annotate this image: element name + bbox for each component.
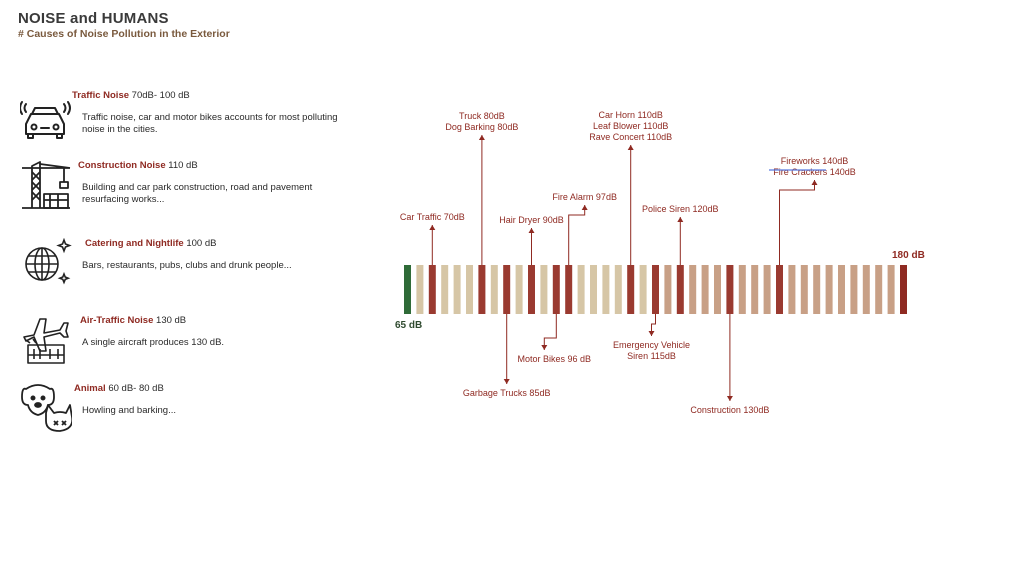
scale-bar — [751, 265, 759, 314]
cause-description: Traffic noise, car and motor bikes accou… — [82, 112, 338, 135]
page-subtitle: # Causes of Noise Pollution in the Exter… — [18, 28, 230, 40]
scale-bar — [887, 265, 895, 314]
annotation-arrow — [503, 379, 510, 384]
scale-bar — [664, 265, 672, 314]
cause-heading: Construction Noise 110 dB — [78, 160, 198, 171]
scale-bar — [528, 265, 535, 314]
construction-crane-icon — [22, 161, 71, 209]
scale-bar — [639, 265, 647, 314]
annotation-line — [651, 314, 656, 336]
annotation-label: Dog Barking 80dB — [445, 122, 518, 132]
annotation-arrow — [429, 225, 436, 230]
scale-bar — [800, 265, 808, 314]
scale-bar — [552, 265, 560, 314]
annotation-label: Fireworks 140dB — [781, 156, 849, 166]
annotation-label: Emergency Vehicle — [613, 340, 690, 350]
cause-traffic: Traffic Noise 70dB- 100 dB Traffic noise… — [20, 90, 360, 150]
scale-bar — [689, 265, 697, 314]
scale-bar — [503, 265, 511, 314]
scale-bar — [763, 265, 771, 314]
scale-bar — [813, 265, 821, 314]
annotation-label: Garbage Trucks 85dB — [463, 388, 551, 398]
annotation-line — [543, 314, 557, 350]
scale-bar — [838, 265, 845, 314]
scale-bar — [676, 265, 684, 314]
dog-cat-icon — [21, 384, 72, 432]
annotation-arrow — [541, 345, 548, 350]
scale-bar — [701, 265, 709, 314]
scale-bar — [776, 265, 783, 314]
annotation-label: Hair Dryer 90dB — [499, 215, 564, 225]
annotation-label: Leaf Blower 110dB — [593, 121, 668, 131]
annotation-arrow — [677, 217, 684, 222]
annotation-label: Car Traffic 70dB — [400, 212, 465, 222]
scale-bar — [428, 265, 436, 314]
annotation-label: Siren 115dB — [627, 351, 676, 361]
scale-bar — [565, 265, 573, 314]
cause-description: Building and car park construction, road… — [82, 182, 313, 205]
annotation-label: Police Siren 120dB — [642, 204, 719, 214]
cause-heading: Air-Traffic Noise 130 dB — [80, 315, 187, 326]
annotation-label: Truck 80dB — [459, 111, 505, 121]
scale-bar — [875, 265, 883, 314]
scale-max-label: 180 dB — [892, 250, 925, 261]
cause-heading: Catering and Nightlife 100 dB — [85, 238, 217, 249]
scale-bar — [416, 265, 424, 314]
cause-heading: Animal 60 dB- 80 dB — [74, 383, 164, 394]
annotation-arrow — [478, 135, 485, 140]
annotation-line — [779, 180, 815, 265]
annotation-arrow — [581, 205, 588, 210]
scale-bar — [738, 265, 746, 314]
annotation-label: Car Horn 110dB — [599, 110, 663, 120]
disco-ball-icon — [25, 238, 72, 285]
annotation-arrow — [528, 228, 535, 233]
annotation-label: Motor Bikes 96 dB — [518, 354, 592, 364]
annotation-arrow — [648, 331, 655, 336]
scale-bar — [590, 265, 597, 314]
cause-description: A single aircraft produces 130 dB. — [82, 337, 225, 348]
annotation-label: Fire Alarm 97dB — [552, 192, 617, 202]
scale-bar — [404, 265, 411, 314]
page-title: NOISE and HUMANS — [18, 10, 169, 27]
scale-bar — [478, 265, 486, 314]
scale-bar — [441, 265, 449, 314]
scale-bar — [862, 265, 870, 314]
scale-bar — [515, 265, 523, 314]
cause-construction: Construction Noise 110 dB Building and c… — [20, 160, 360, 220]
car-icon — [20, 101, 71, 139]
scale-bar — [627, 265, 635, 314]
scale-bar — [652, 265, 659, 314]
scale-bar — [825, 265, 833, 314]
scale-bar — [900, 265, 907, 314]
scale-bar — [602, 265, 610, 314]
annotation-label: Construction 130dB — [690, 405, 769, 415]
scale-bar — [850, 265, 858, 314]
scale-min-label: 65 dB — [395, 320, 422, 331]
scale-bar — [577, 265, 585, 314]
scale-bar — [788, 265, 796, 314]
cause-air-traffic: Air-Traffic Noise 130 dB A single aircra… — [20, 315, 360, 375]
scale-bar — [726, 265, 734, 314]
airplane-icon — [23, 318, 69, 364]
scale-bar — [614, 265, 622, 314]
annotation-label: Rave Concert 110dB — [589, 132, 672, 142]
annotation-label: Fire Crackers 140dB — [773, 167, 856, 177]
annotation-line — [568, 205, 586, 265]
scale-bars — [404, 265, 907, 314]
scale-bar — [540, 265, 548, 314]
cause-nightlife: Catering and Nightlife 100 dB Bars, rest… — [20, 238, 360, 298]
annotation-arrow — [627, 145, 634, 150]
scale-bar — [453, 265, 461, 314]
cause-heading: Traffic Noise 70dB- 100 dB — [72, 90, 190, 101]
annotation-arrow — [811, 180, 818, 185]
scale-bar — [466, 265, 473, 314]
cause-description: Bars, restaurants, pubs, clubs and drunk… — [82, 260, 292, 271]
cause-description: Howling and barking... — [82, 405, 176, 416]
annotation-arrow — [726, 396, 733, 401]
scale-bar — [490, 265, 498, 314]
scale-bar — [714, 265, 721, 314]
cause-animal: Animal 60 dB- 80 dB Howling and barking.… — [20, 383, 360, 443]
